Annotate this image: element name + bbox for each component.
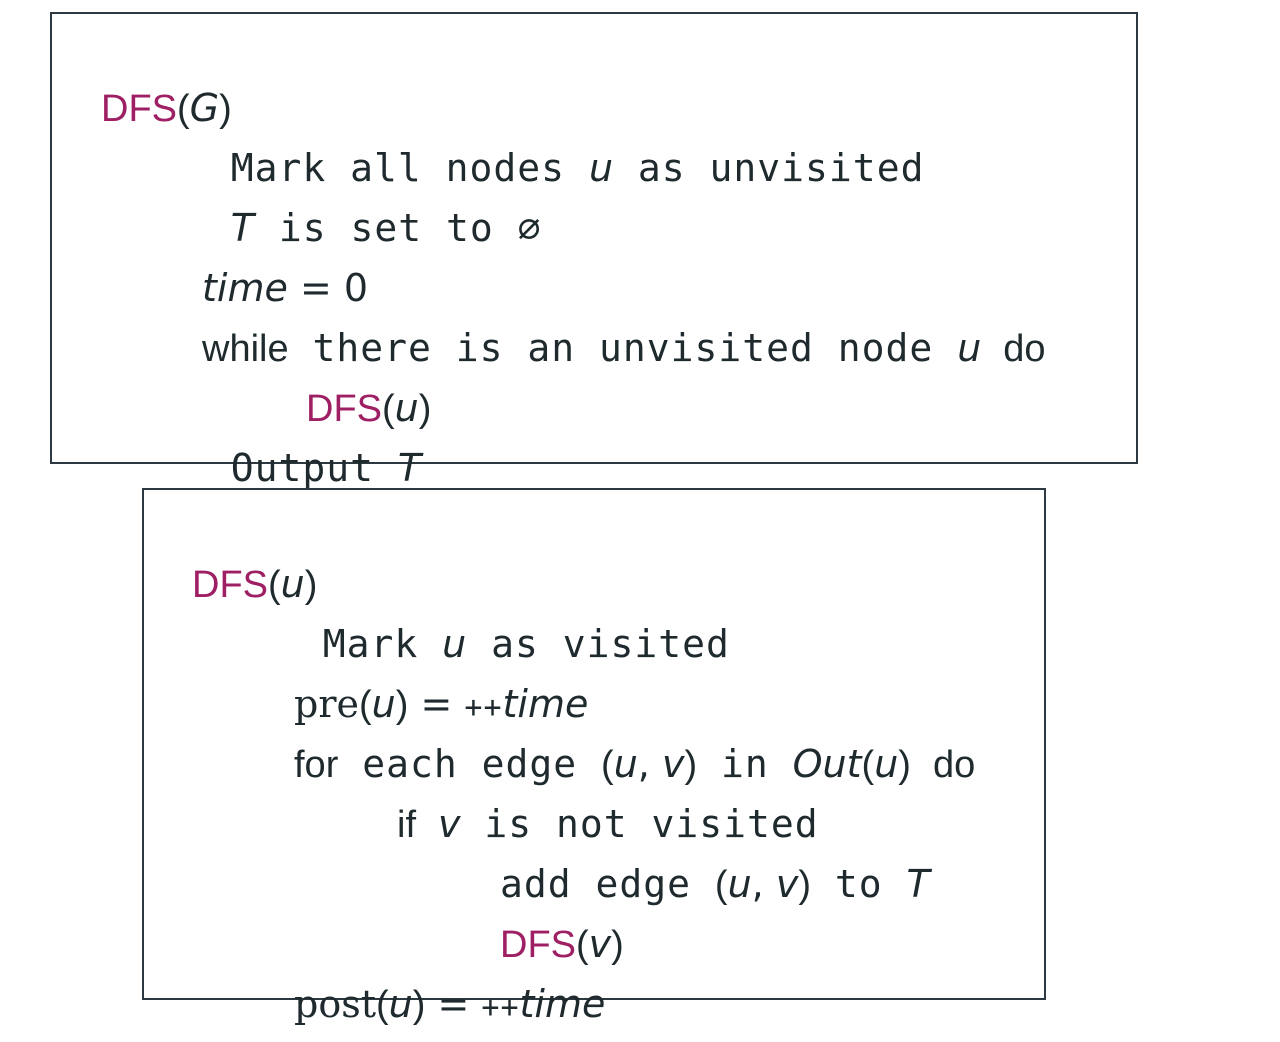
dfs-visit-procedure-box [142, 488, 1046, 1000]
keyword-do: do [1003, 328, 1046, 370]
function-name: DFS [192, 564, 268, 606]
increment-operator: ++ [464, 690, 503, 725]
paren-open: ( [714, 864, 728, 906]
text: in [697, 742, 793, 786]
dfs-visit-header: DFS(u) [173, 506, 317, 606]
variable-u: u [727, 862, 752, 906]
comma: , [637, 742, 662, 786]
variable-u: u [280, 562, 305, 606]
dfs-main-header: DFS(G) [82, 30, 232, 130]
paren-close: ) [684, 744, 698, 786]
line-pre-time: pre(u) = ++time [275, 626, 588, 726]
line-output: Output T [183, 390, 422, 490]
dfs-main-algorithm-box [50, 12, 1138, 464]
keyword-do: do [932, 744, 976, 786]
variable-v: v [588, 922, 612, 966]
paren-open: ( [268, 564, 281, 606]
variable-u: u [613, 742, 638, 786]
text: Output [230, 446, 398, 490]
comma: , [751, 862, 776, 906]
function-post: post [294, 982, 376, 1026]
paren-close: ) [798, 864, 811, 906]
line-init-tree: T is set to ∅ [183, 150, 542, 250]
line-add-edge: add edge (u, v) to T [481, 806, 930, 906]
line-init-time: time = 0 [183, 210, 368, 310]
line-post-time: post(u) = ++time [275, 926, 605, 1026]
equals-operator: = [287, 266, 344, 310]
text: add edge [500, 862, 715, 906]
variable-u: u [394, 386, 419, 430]
paren-close: ) [898, 744, 911, 786]
paren-open: ( [375, 984, 389, 1026]
paren-close: ) [395, 684, 409, 726]
text: to [810, 862, 907, 906]
variable-time: time [202, 266, 288, 310]
function-name: DFS [101, 88, 177, 130]
variable-t: T [397, 446, 423, 490]
text: there is an unvisited node [288, 326, 958, 370]
set-out: Out [792, 742, 862, 786]
paren-close: ) [304, 564, 318, 606]
text: as unvisited [614, 146, 925, 190]
increment-operator: ++ [481, 990, 520, 1025]
variable-u: u [874, 742, 899, 786]
graph-variable: G [189, 86, 220, 130]
variable-v: v [661, 742, 685, 786]
function-name: DFS [306, 388, 382, 430]
variable-time: time [519, 982, 606, 1026]
text: Mark [322, 622, 443, 666]
variable-u: u [442, 622, 468, 666]
keyword-if: if [397, 804, 416, 846]
variable-u: u [588, 146, 615, 190]
paren-open: ( [861, 744, 875, 786]
variable-v: v [775, 862, 799, 906]
variable-t: T [906, 862, 930, 906]
line-dfs-recursive-call: DFS(v) [481, 866, 624, 966]
text: as visited [467, 622, 730, 666]
keyword-while: while [202, 328, 289, 370]
paren-close: ) [418, 388, 432, 430]
equals-operator: = [408, 682, 465, 726]
paren-open: ( [576, 924, 589, 966]
time-initial-value: 0 [343, 266, 369, 310]
line-mark-visited: Mark u as visited [275, 566, 730, 666]
line-mark-unvisited: Mark all nodes u as unvisited [183, 90, 924, 190]
paren-close: ) [412, 984, 426, 1026]
variable-u: u [371, 682, 396, 726]
function-name: DFS [500, 924, 576, 966]
variable-t: T [230, 206, 255, 250]
paren-close: ) [219, 88, 232, 130]
function-pre: pre [294, 682, 359, 726]
line-dfs-call: DFS(u) [287, 330, 431, 430]
paren-open: ( [382, 388, 395, 430]
paren-close: ) [611, 924, 624, 966]
variable-time: time [502, 682, 589, 726]
keyword-for: for [294, 744, 339, 786]
variable-u: u [957, 326, 982, 370]
text: each edge [338, 742, 602, 786]
paren-open: ( [601, 744, 614, 786]
equals-operator: = [425, 982, 482, 1026]
variable-v: v [438, 802, 461, 846]
text: is not visited [460, 802, 819, 846]
paren-open: ( [177, 88, 190, 130]
text: is set to ∅ [254, 206, 542, 250]
text: Mark all nodes [230, 146, 589, 190]
variable-u: u [388, 982, 413, 1026]
line-for-each-edge: for each edge (u, v) in Out(u)do [275, 686, 975, 786]
paren-open: ( [358, 684, 372, 726]
